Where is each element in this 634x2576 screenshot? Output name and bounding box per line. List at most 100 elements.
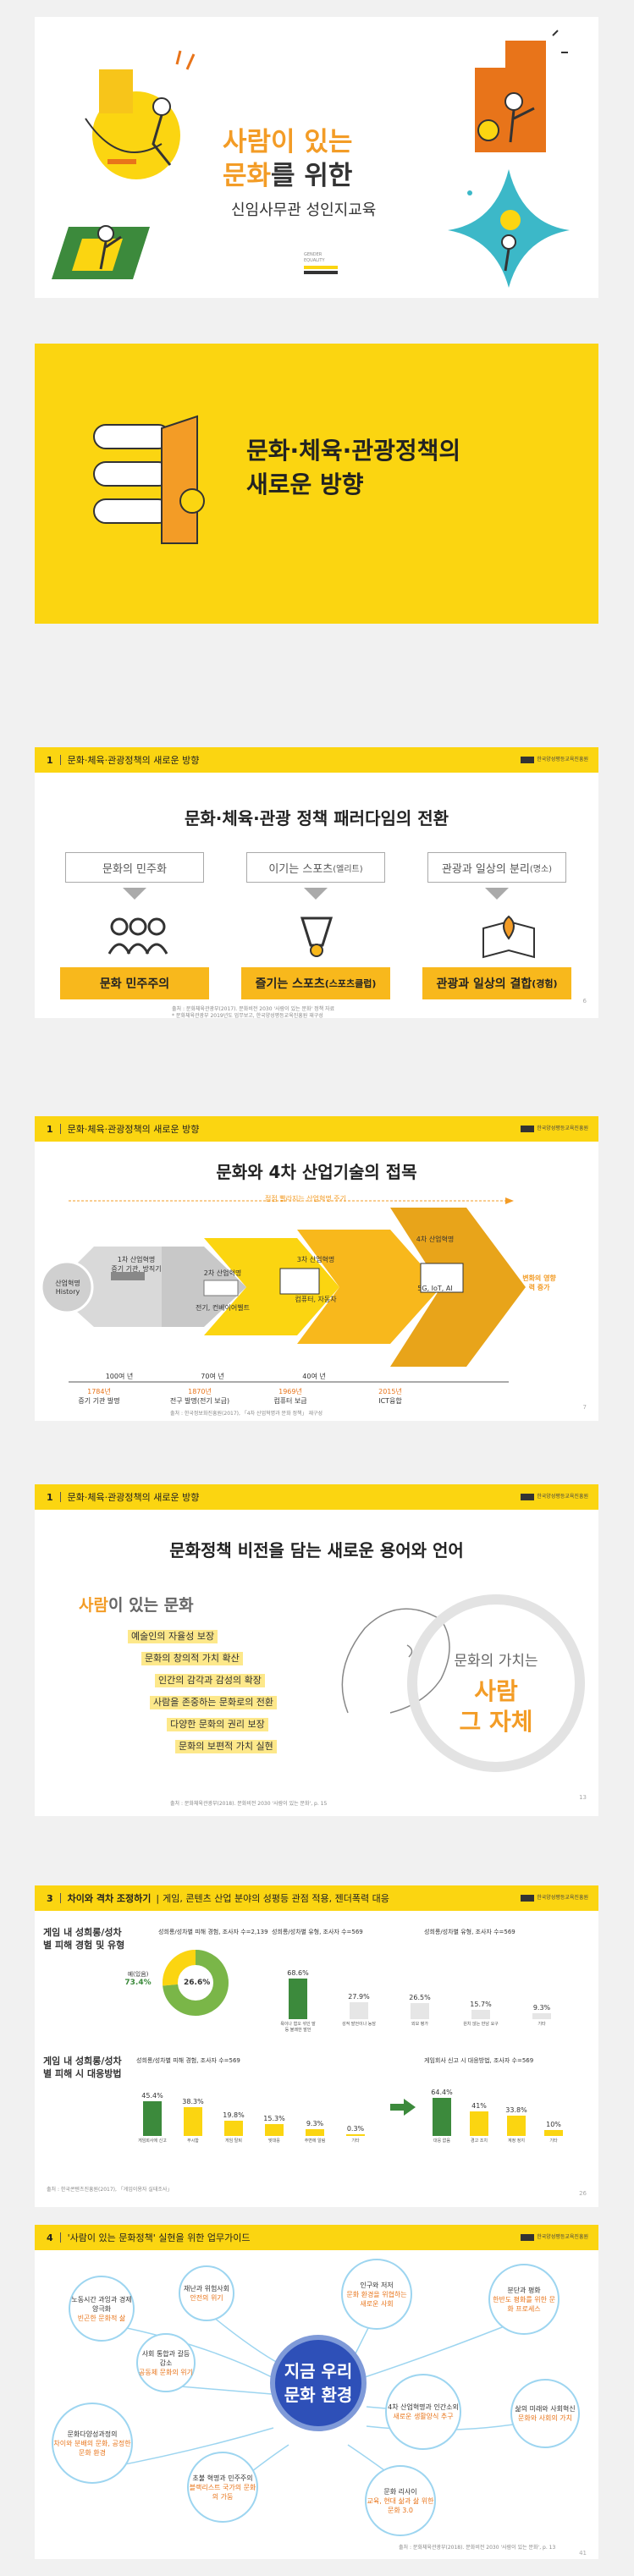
slide-header: 1 문화·체육·관광정책의 새로운 방향 한국양성평등교육진흥원 bbox=[35, 747, 598, 773]
section-title: 문화·체육·관광정책의 새로운 방향 bbox=[67, 755, 200, 766]
bar-value-label: 0.3% bbox=[346, 2125, 365, 2133]
from-box-3: 관광과 일상의 분리(명소) bbox=[427, 852, 566, 883]
bar-value-label: 10% bbox=[546, 2121, 561, 2128]
term-4: 사람을 존중하는 문화로의 전환 bbox=[150, 1696, 278, 1709]
paradigm-icons bbox=[108, 915, 535, 959]
bar-category-label: 무시함 bbox=[187, 2138, 199, 2144]
response-title: 성희롱/성차별 피해 경험, 조사자 수=569 bbox=[136, 2057, 240, 2064]
bar-value-label: 64.4% bbox=[431, 2089, 453, 2096]
bar bbox=[532, 2013, 551, 2019]
page-number: 13 bbox=[579, 1794, 587, 1801]
bar bbox=[265, 2124, 284, 2136]
value-circle: 문화의 가치는 사람 그 자체 bbox=[407, 1594, 585, 1772]
slide-new-terms: 1 문화·체육·관광정책의 새로운 방향 한국양성평등교육진흥원 문화정책 비전… bbox=[35, 1484, 598, 1816]
bar bbox=[350, 2002, 368, 2019]
from-box-1: 문화의 민주화 bbox=[65, 852, 204, 883]
donut-label-yes: 예(있음)73.4% bbox=[124, 1971, 152, 1987]
bar-category-label: 맞대응 bbox=[268, 2138, 280, 2144]
term-1: 예술인의 자율성 보장 bbox=[128, 1630, 218, 1643]
footnote: 출처 : 한국콘텐츠진흥원(2017), 「게임이용자 실태조사」 bbox=[47, 2187, 173, 2193]
org-logo: 한국양성평등교육진흥원 bbox=[521, 2232, 588, 2241]
history-label: 산업혁명 History bbox=[55, 1280, 80, 1296]
bar-category-label: 대응 없음 bbox=[433, 2138, 450, 2144]
org-logo: 한국양성평등교육진흥원 bbox=[521, 1124, 588, 1132]
arrow-down-icon bbox=[123, 888, 146, 900]
bar bbox=[289, 1979, 307, 2019]
org-logo: 한국양성평등교육진흥원 bbox=[521, 1492, 588, 1500]
section-title: 차이와 격차 조정하기 bbox=[67, 1893, 152, 1904]
equality-label: GENDER EQUALITY bbox=[304, 252, 325, 263]
slide-paradigm-shift: 1 문화·체육·관광정책의 새로운 방향 한국양성평등교육진흥원 문화·체육·관… bbox=[35, 747, 598, 1018]
bar-value-label: 45.4% bbox=[141, 2092, 163, 2100]
donut-chart bbox=[163, 1950, 229, 2016]
bar bbox=[411, 2003, 429, 2019]
bar-value-label: 15.3% bbox=[263, 2115, 285, 2122]
section-title: 문화·체육·관광정책의 새로운 방향 bbox=[67, 1492, 200, 1503]
side-note: 변화의 영향력 증가 bbox=[522, 1274, 556, 1291]
cover-subtitle: 신임사무관 성인지교육 bbox=[231, 201, 377, 219]
term-6: 문화의 보편적 가치 실현 bbox=[175, 1740, 277, 1753]
section-number: 4 bbox=[47, 2232, 53, 2243]
section-number: 1 bbox=[47, 754, 53, 766]
map-pin-icon bbox=[482, 915, 535, 959]
types-title-2: 성희롱/성차별 유형, 조사자 수=569 bbox=[424, 1929, 515, 1935]
shuttlecock-icon bbox=[300, 916, 334, 957]
section-subtitle: 게임, 콘텐츠 산업 분야의 성평등 관점 적용, 젠더폭력 대응 bbox=[163, 1893, 389, 1904]
chapter-number-graphic bbox=[93, 415, 205, 544]
cover-title-rest: 를 위한 bbox=[271, 161, 353, 191]
chapter-title-line1: 문화·체육·관광정책의 bbox=[246, 437, 461, 465]
slide-header: 1 문화·체육·관광정책의 새로운 방향 한국양성평등교육진흥원 bbox=[35, 1484, 598, 1510]
footnote-2: * 문화체육관광부 2019년도 업무보고, 한국양성평등교육진흥원 재구성 bbox=[172, 1013, 323, 1018]
from-box-2: 이기는 스포츠(엘리트) bbox=[246, 852, 385, 883]
center-line2: 문화 환경 bbox=[284, 2385, 353, 2405]
circle-line1: 문화의 가치는 bbox=[454, 1653, 538, 1670]
gender-equality-logo: GENDER EQUALITY bbox=[304, 252, 338, 274]
footnote: 출처 : 문화체육관광부(2017). 문화비전 2030 '사람이 있는 문화… bbox=[172, 1006, 335, 1012]
report-title: 게임회사 신고 시 대응방법, 조사자 수=569 bbox=[424, 2057, 534, 2064]
page-number: 7 bbox=[582, 1404, 587, 1411]
bar-category-label: 기타 bbox=[351, 2138, 360, 2144]
circle-line2: 사람 bbox=[474, 1677, 518, 1705]
cover-slide: 사람이 있는 문화를 위한 신임사무관 성인지교육 GENDER EQUALIT… bbox=[35, 17, 598, 298]
slide-header: 3 차이와 격차 조정하기 | 게임, 콘텐츠 산업 분야의 성평등 관점 적용… bbox=[35, 1885, 598, 1911]
section-title: '사람이 있는 문화정책' 실현을 위한 업무가이드 bbox=[67, 2232, 251, 2243]
cover-illustrations bbox=[52, 30, 570, 288]
center-circle: 지금 우리 문화 환경 bbox=[270, 2335, 367, 2431]
to-box-2: 즐기는 스포츠(스포츠클럽) bbox=[241, 967, 390, 999]
slide-work-guide: 4 '사람이 있는 문화정책' 실현을 위한 업무가이드 한국양성평등교육진흥원… bbox=[35, 2225, 598, 2559]
bar bbox=[507, 2116, 526, 2136]
bar bbox=[471, 2010, 490, 2019]
bar-value-label: 68.6% bbox=[287, 1969, 309, 1977]
term-3: 인간의 감각과 감성의 확장 bbox=[155, 1674, 265, 1687]
bar-category-label: 게임 탈퇴 bbox=[225, 2138, 242, 2144]
footnote: 출처 : 한국정보화진흥원(2017), 「4차 산업혁명과 문화 정책」 재구… bbox=[170, 1411, 323, 1417]
donut-title: 성희롱/성차별 피해 경험, 조사자 수=2,139 bbox=[158, 1929, 268, 1935]
term-5: 다양한 문화의 권리 보장 bbox=[167, 1718, 268, 1731]
bar-value-label: 33.8% bbox=[505, 2106, 527, 2114]
bar-category-label: 성적 발언이나 농담 bbox=[342, 2022, 376, 2027]
bar-category-label: 주변에 알림 bbox=[304, 2138, 326, 2144]
slide-industrial-revolution: 1 문화·체육·관광정책의 새로운 방향 한국양성평등교육진흥원 문화와 4차 … bbox=[35, 1116, 598, 1421]
bar bbox=[184, 2107, 202, 2136]
people-icon bbox=[108, 917, 168, 955]
donut-label-no: 26.6% bbox=[184, 1979, 211, 1987]
page-number: 6 bbox=[582, 998, 587, 1005]
page-number: 26 bbox=[579, 2190, 587, 2197]
types-title: 성희롱/성차별 유형, 조사자 수=569 bbox=[272, 1929, 363, 1935]
bar-category-label: 원치 않는 만남 요구 bbox=[463, 2022, 499, 2027]
to-box-1: 문화 민주주의 bbox=[60, 967, 209, 999]
speed-label: 점점 빨라지는 산업혁명 주기 bbox=[265, 1195, 346, 1203]
section-number: 3 bbox=[47, 1892, 53, 1904]
bar bbox=[346, 2134, 365, 2136]
cover-title-line2: 문화를 위한 bbox=[223, 159, 352, 193]
